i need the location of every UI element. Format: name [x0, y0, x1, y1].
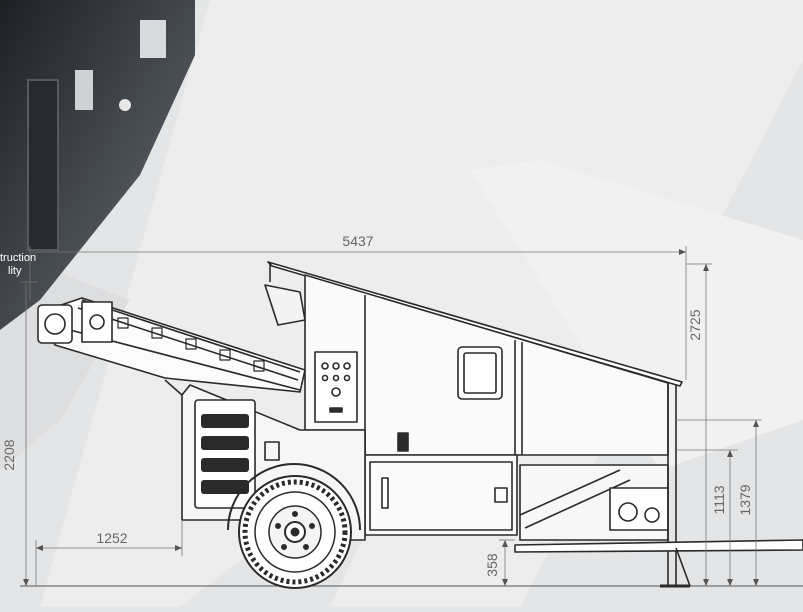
dim-overall-height: 2725 [687, 309, 703, 340]
dim-height-1113: 1113 [711, 485, 727, 514]
dim-overall-length: 5437 [342, 233, 373, 249]
wheel-fender [227, 463, 361, 531]
tow-bar [514, 539, 803, 553]
conveyor-head-motor [37, 304, 73, 344]
machine-hopper [264, 284, 306, 326]
photo-sign [140, 20, 166, 58]
photo-caption-line2: lity [8, 265, 22, 277]
machine [37, 261, 803, 588]
dimension-lines [20, 246, 762, 586]
background-shape [470, 160, 803, 470]
photo-caption-line1: truction [0, 252, 37, 264]
lower-cabinet [364, 454, 518, 536]
photo-door [27, 79, 59, 251]
dim-front-offset: 1252 [96, 530, 127, 546]
wheel [238, 475, 352, 589]
photo-badge [119, 99, 131, 111]
photo-sign [75, 70, 93, 110]
inspection-window [457, 346, 503, 400]
dim-height-1379: 1379 [737, 484, 753, 515]
dim-ground-clearance: 358 [484, 553, 500, 577]
dimension-labels: 5437 2725 1113 1379 2208 1252 358 [1, 233, 753, 577]
dim-height-2208: 2208 [1, 439, 17, 470]
